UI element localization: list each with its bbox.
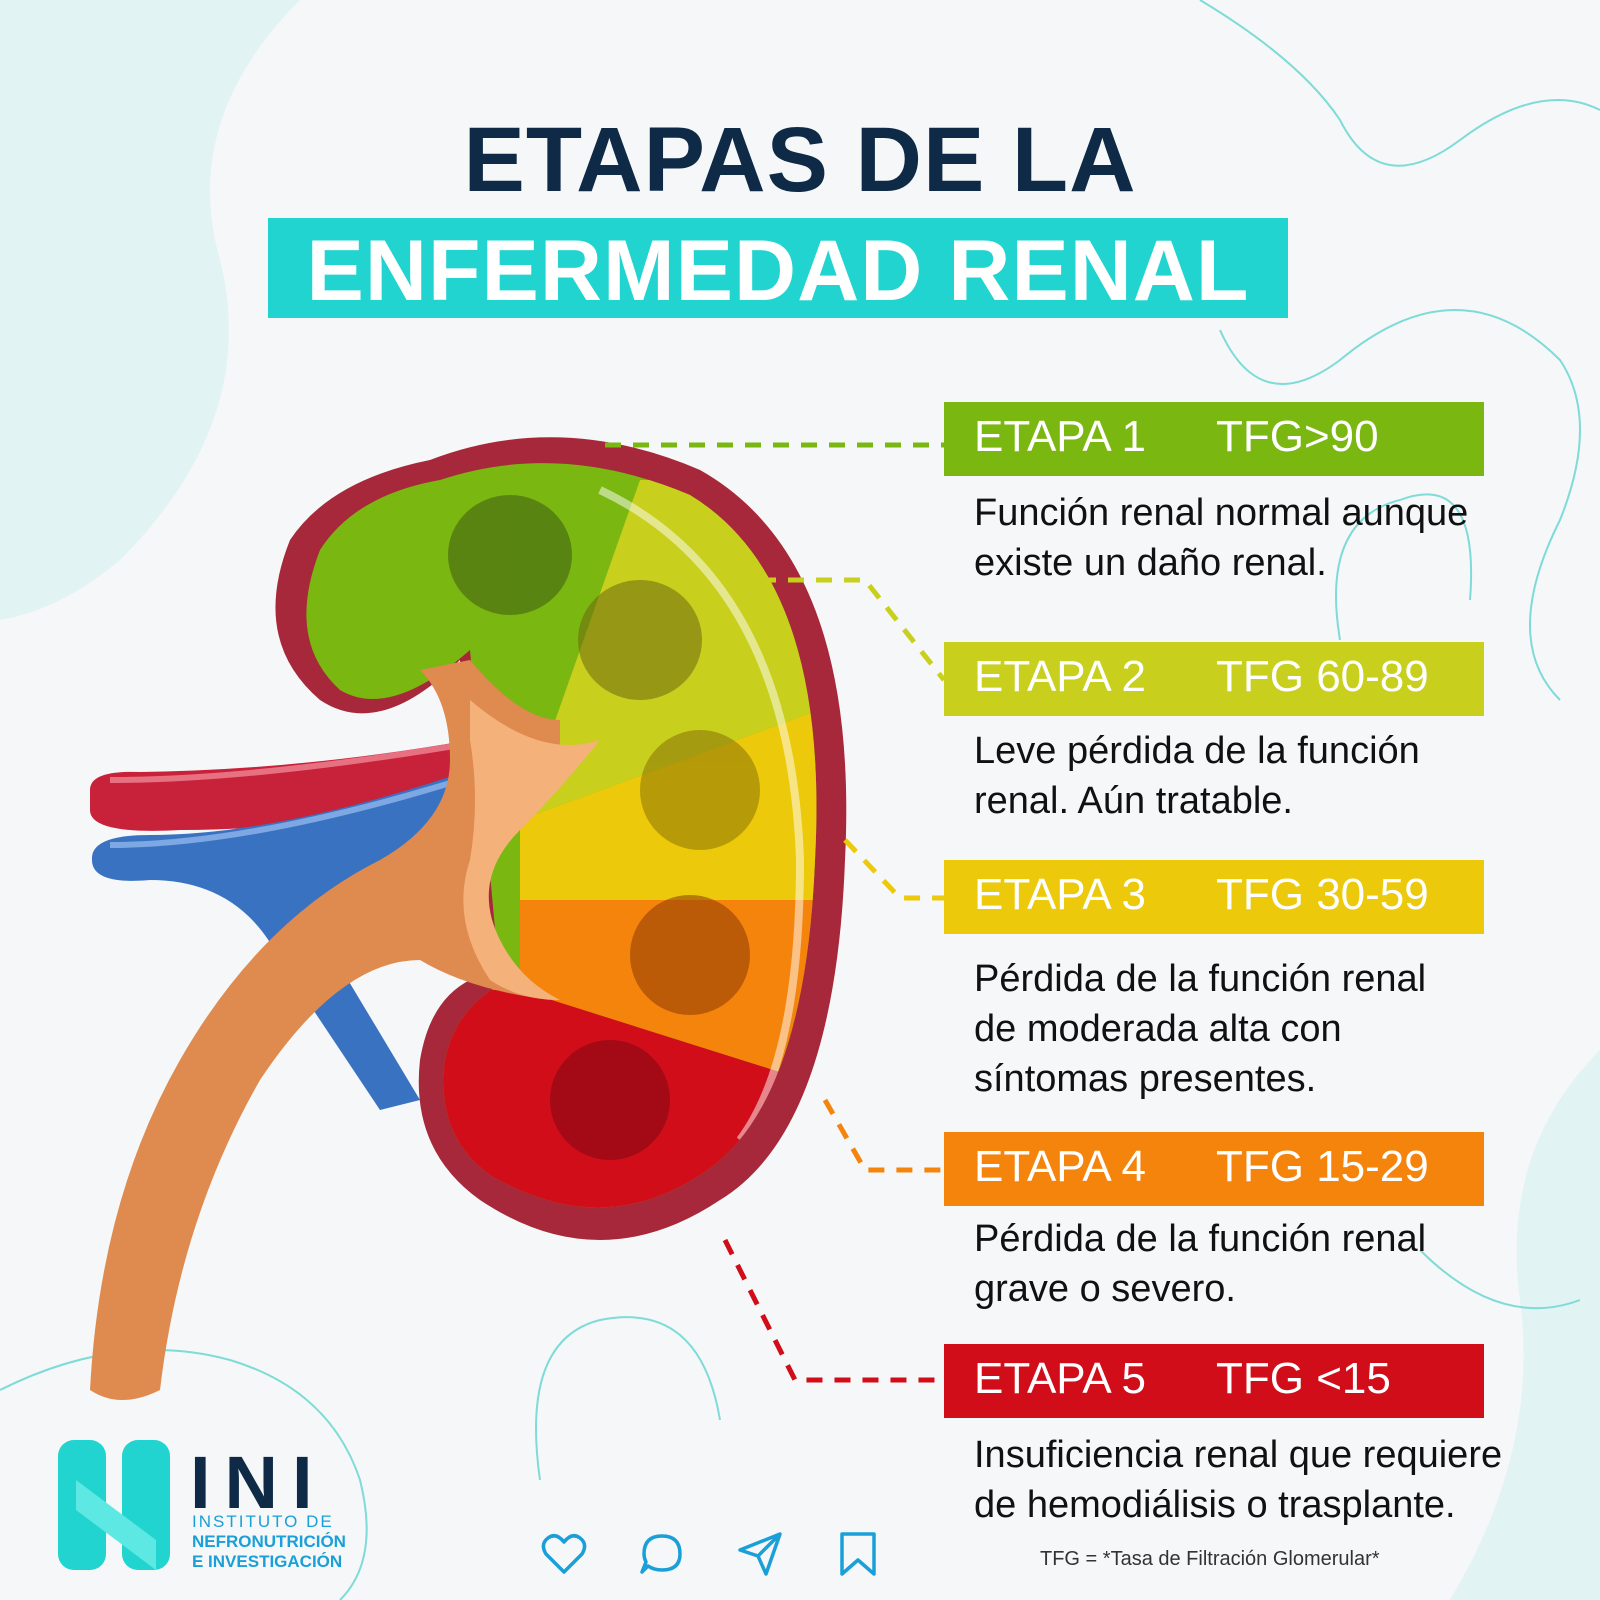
stage-2-label: ETAPA 2 (974, 652, 1147, 701)
stage-4-tfg: TFG 15-29 (1216, 1142, 1429, 1191)
stage-3-description-line: Pérdida de la función renal (974, 958, 1427, 1000)
stage-1-banner: ETAPA 1 TFG>90 (944, 402, 1484, 476)
stage-1-description: Función renal normal aunque existe un da… (974, 488, 1554, 588)
heart-icon[interactable] (540, 1530, 588, 1578)
ini-logo-icon (58, 1440, 170, 1570)
stage-3-description-line: síntomas presentes. (974, 1058, 1317, 1100)
stage-2-description-line: Leve pérdida de la función (974, 730, 1420, 772)
stage-4-description-line: Pérdida de la función renal (974, 1218, 1427, 1260)
logo-line-1: INSTITUTO DE (192, 1512, 334, 1531)
share-icon[interactable] (736, 1530, 784, 1578)
stage-3-description: Pérdida de la función renal de moderada … (974, 954, 1554, 1104)
stage-2-banner: ETAPA 2 TFG 60-89 (944, 642, 1484, 716)
stage-5-banner: ETAPA 5 TFG <15 (944, 1344, 1484, 1418)
stage-2-description: Leve pérdida de la función renal. Aún tr… (974, 726, 1554, 826)
stage-3-tfg: TFG 30-59 (1216, 870, 1429, 919)
logo-line-2: NEFRONUTRICIÓN (192, 1532, 346, 1551)
stage-3-banner: ETAPA 3 TFG 30-59 (944, 860, 1484, 934)
stage-3-description-line: de moderada alta con (974, 1008, 1342, 1050)
stage-4-description: Pérdida de la función renal grave o seve… (974, 1214, 1554, 1314)
stage-2-description-line: renal. Aún tratable. (974, 780, 1293, 822)
stage-2-tfg: TFG 60-89 (1216, 652, 1429, 701)
bookmark-icon[interactable] (834, 1530, 882, 1578)
title-line-1: ETAPAS DE LA (463, 109, 1137, 211)
stage-4-description-line: grave o severo. (974, 1268, 1236, 1310)
logo-name: INI (190, 1441, 327, 1524)
stage-1-description-line: existe un daño renal. (974, 542, 1327, 584)
title-highlight-box (268, 218, 1288, 318)
stage-4-banner: ETAPA 4 TFG 15-29 (944, 1132, 1484, 1206)
stage-5-description-line: de hemodiálisis o trasplante. (974, 1484, 1456, 1526)
stage-3-label: ETAPA 3 (974, 870, 1147, 919)
ureter (90, 660, 560, 1400)
stage-1-label: ETAPA 1 (974, 412, 1147, 461)
stage-5-description: Insuficiencia renal que requiere de hemo… (974, 1430, 1554, 1530)
stage-5-tfg: TFG <15 (1216, 1354, 1391, 1403)
stage-1-description-line: Función renal normal aunque (974, 492, 1469, 534)
footnote: TFG = *Tasa de Filtración Glomerular* (1040, 1548, 1380, 1570)
stage-5-description-line: Insuficiencia renal que requiere (974, 1434, 1503, 1476)
comment-icon[interactable] (638, 1530, 686, 1578)
stage-5-label: ETAPA 5 (974, 1354, 1147, 1403)
title-line-2: ENFERMEDAD RENAL (306, 223, 1250, 319)
logo-line-3: E INVESTIGACIÓN (192, 1552, 343, 1571)
stage-4-label: ETAPA 4 (974, 1142, 1147, 1191)
stage-1-tfg: TFG>90 (1216, 412, 1379, 461)
